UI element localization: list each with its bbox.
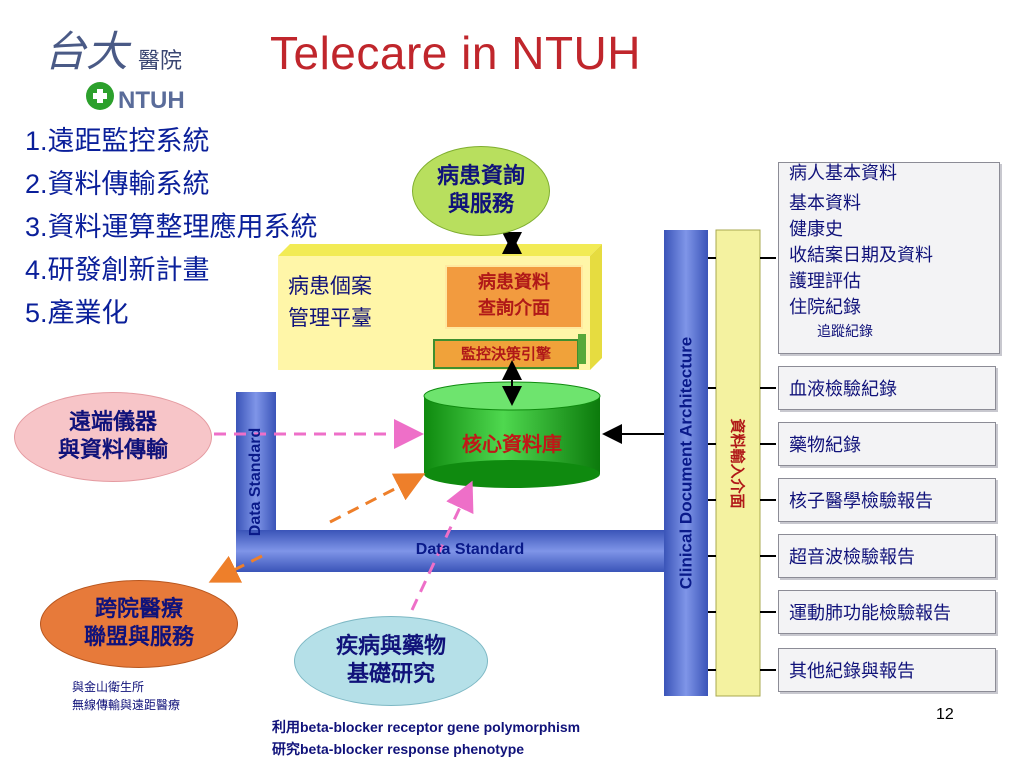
ntuh-logo: 台大 醫院 NTUH bbox=[38, 18, 238, 114]
monitor-engine-label: 監控決策引擎 bbox=[460, 345, 551, 363]
basic-record-item: 護理評估 bbox=[789, 271, 861, 292]
record-document: 核子醫學檢驗報告 bbox=[778, 478, 996, 522]
data-standard-horizontal-bar bbox=[236, 530, 668, 572]
data-input-interface-label: 資料輸入介面 bbox=[728, 417, 747, 509]
logo-brand: NTUH bbox=[118, 87, 185, 113]
list-item: 1.遠距監控系統 bbox=[25, 126, 210, 157]
logo-cross-v bbox=[97, 89, 103, 103]
list-item: 3.資料運算整理應用系統 bbox=[25, 212, 318, 243]
query-interface-box bbox=[445, 265, 583, 329]
core-db-bottom bbox=[424, 460, 600, 488]
basic-record-item: 基本資料 bbox=[789, 193, 861, 214]
core-database-label: 核心資料庫 bbox=[462, 432, 562, 456]
list-item: 4.研發創新計畫 bbox=[25, 255, 210, 286]
record-document: 血液檢驗紀錄 bbox=[778, 366, 996, 410]
disease-research-node: 疾病與藥物 基礎研究 bbox=[294, 616, 488, 706]
list-item: 2.資料傳輸系統 bbox=[25, 169, 210, 200]
data-query-interface-label: 病患資料 查詢介面 bbox=[478, 272, 550, 319]
case-platform-label: 病患個案 管理平臺 bbox=[288, 274, 372, 330]
kinmen-note: 與金山衛生所 無線傳輸與遠距醫療 bbox=[72, 680, 181, 712]
basic-records-header: 病人基本資料 bbox=[789, 163, 897, 184]
patient-query-service-node: 病患資詢 與服務 bbox=[412, 146, 550, 236]
remote-device-node: 遠端儀器 與資料傳輸 bbox=[14, 392, 212, 482]
data-standard-vertical-label: Data Standard bbox=[247, 427, 264, 537]
logo-chars: 台大 bbox=[44, 27, 132, 76]
logo-hospital: 醫院 bbox=[138, 49, 182, 74]
feature-list: 1.遠距監控系統 2.資料傳輸系統 3.資料運算整理應用系統 4.研發創新計畫 … bbox=[25, 120, 318, 335]
basic-record-item: 健康史 bbox=[789, 219, 843, 240]
cda-bar bbox=[664, 230, 708, 696]
page-number: 12 bbox=[936, 706, 954, 723]
basic-records-document: 病人基本資料 基本資料 健康史 收結案日期及資料 護理評估 住院紀錄 追蹤紀錄 bbox=[778, 162, 1000, 354]
record-document: 其他紀錄與報告 bbox=[778, 648, 996, 692]
cda-label: Clinical Document Architecture bbox=[676, 336, 696, 590]
page-title: Telecare in NTUH bbox=[270, 27, 641, 79]
basic-record-item: 住院紀錄 bbox=[789, 297, 861, 318]
basic-record-item: 收結案日期及資料 bbox=[789, 245, 933, 266]
monitor-engine-side bbox=[578, 334, 586, 364]
data-input-bar bbox=[715, 229, 761, 697]
research-note: 利用beta-blocker receptor gene polymorphis… bbox=[272, 719, 581, 757]
platform-side bbox=[590, 244, 602, 370]
cross-hospital-node: 跨院醫療 聯盟與服務 bbox=[40, 580, 238, 668]
record-document: 運動肺功能檢驗報告 bbox=[778, 590, 996, 634]
platform-top bbox=[278, 244, 602, 256]
record-document: 藥物紀錄 bbox=[778, 422, 996, 466]
record-document: 超音波檢驗報告 bbox=[778, 534, 996, 578]
list-item: 5.產業化 bbox=[25, 298, 129, 329]
logo-graphic: 台大 醫院 NTUH bbox=[44, 27, 185, 114]
data-standard-horizontal-label: Data Standard bbox=[415, 541, 525, 558]
basic-record-sub: 追蹤紀錄 bbox=[817, 324, 873, 340]
